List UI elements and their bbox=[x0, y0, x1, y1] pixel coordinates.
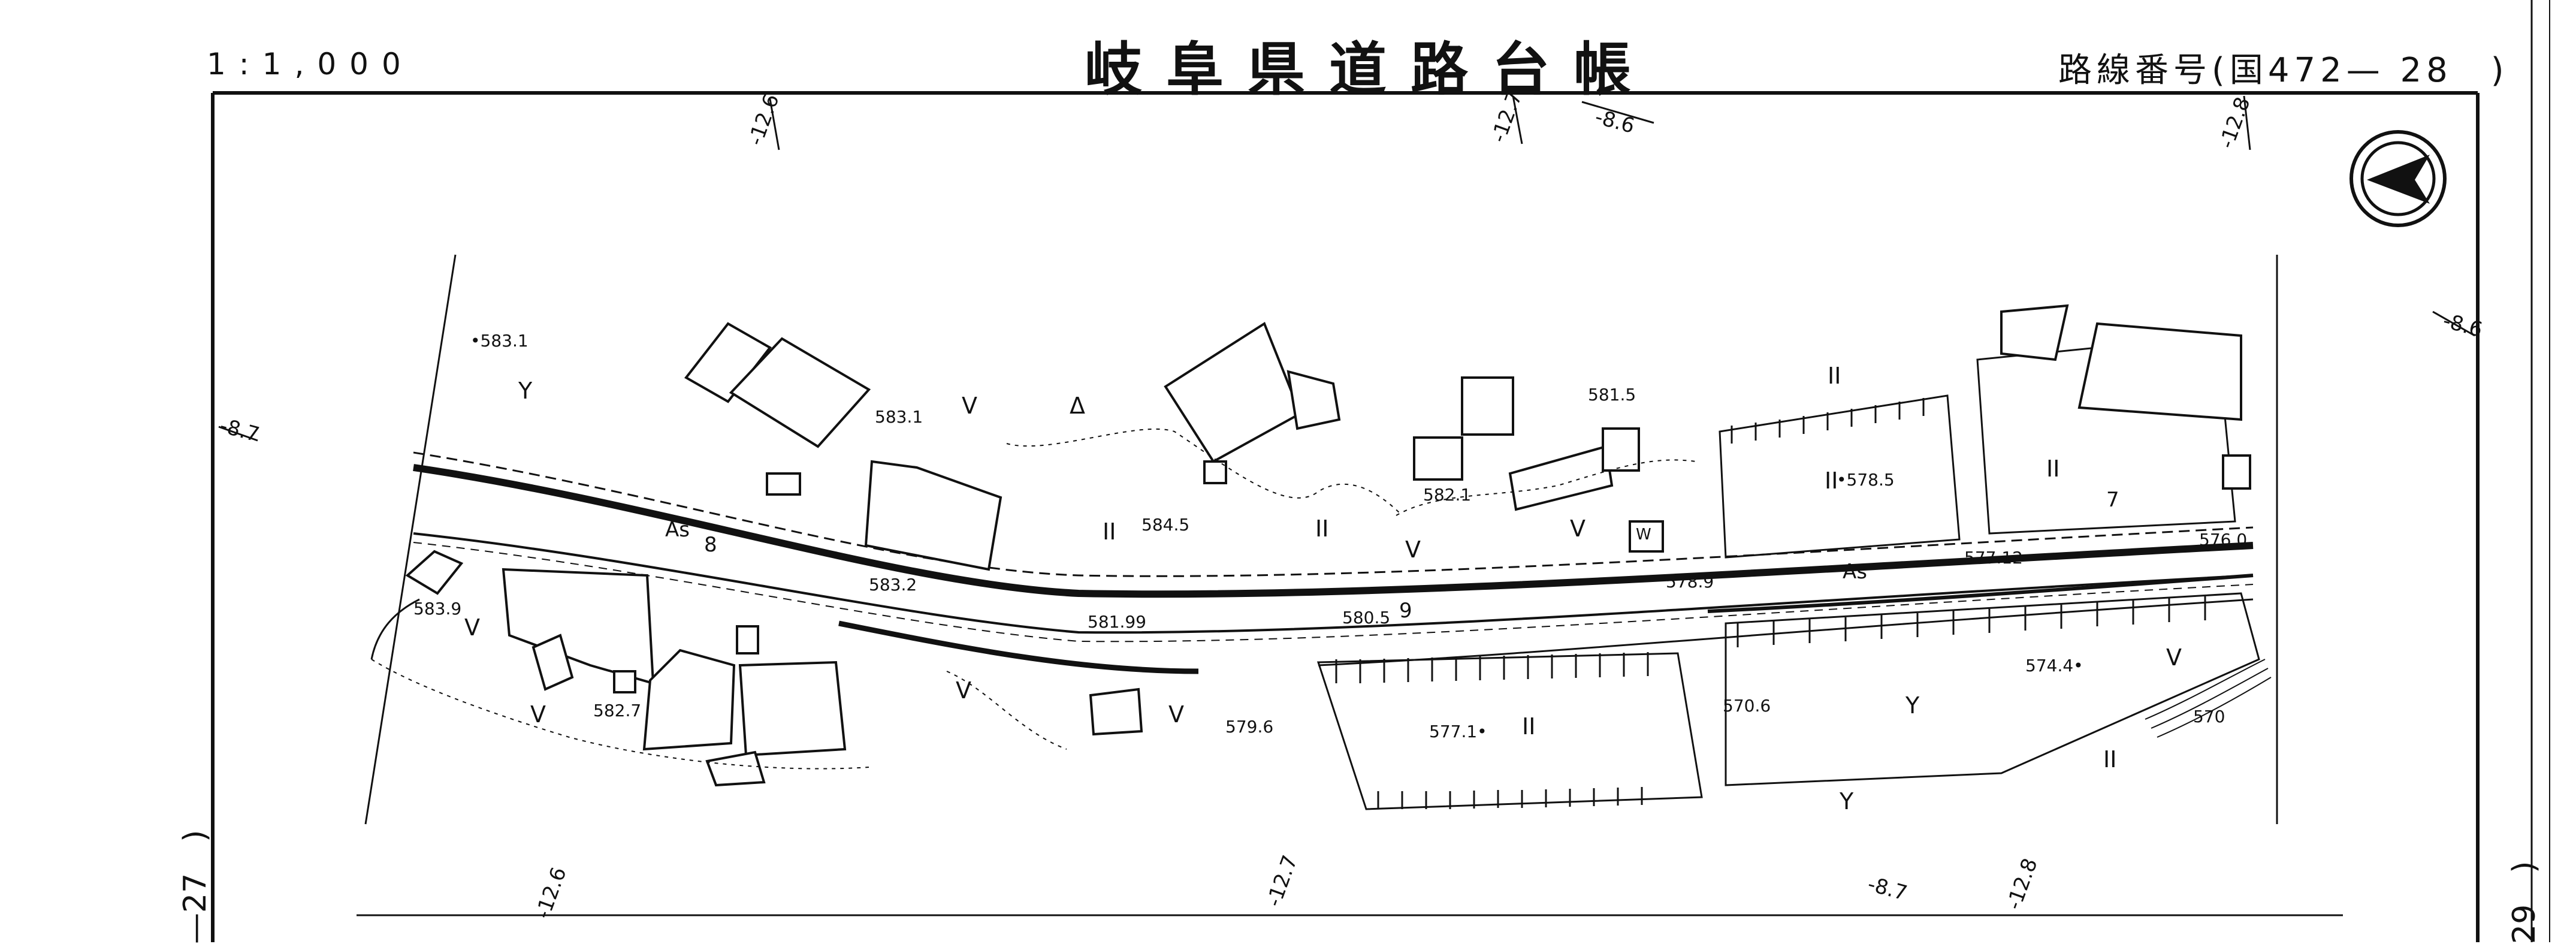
elevation-label: •583.1 bbox=[470, 331, 529, 351]
strip-boundaries bbox=[364, 254, 2278, 825]
road-labels: As As 8 9 7 bbox=[665, 488, 2119, 623]
landuse-symbol: II bbox=[1522, 713, 1535, 740]
landuse-symbol: V bbox=[956, 677, 971, 704]
grid-label: -12.6 bbox=[531, 864, 572, 922]
landuse-symbol: Y bbox=[1839, 788, 1854, 815]
map-frame bbox=[211, 0, 2550, 942]
landuse-symbol: V bbox=[1570, 515, 1586, 542]
route-prefix: 路線番号 bbox=[2058, 51, 2212, 90]
elevation-label: 582.7 bbox=[593, 701, 641, 720]
landuse-symbol: V bbox=[1405, 536, 1421, 563]
landuse-symbol: Y bbox=[1905, 692, 1920, 719]
contours bbox=[370, 598, 2272, 738]
road-number: 7 bbox=[2106, 488, 2119, 512]
elevation-label: 577.12 bbox=[1964, 548, 2023, 568]
elevation-label: 570.6 bbox=[1723, 696, 1771, 716]
elevation-label: 580.5 bbox=[1342, 608, 1390, 628]
elevation-labels: •583.1 583.1 584.5 582.1 581.5 •578.5 58… bbox=[413, 331, 2247, 741]
grid-label: -12.7 bbox=[1262, 852, 1303, 910]
buildings bbox=[405, 304, 2251, 787]
grid-label: -8.6 bbox=[1593, 105, 1637, 138]
elevation-label: 570 bbox=[2193, 707, 2225, 726]
elevation-label: 577.1• bbox=[1429, 722, 1487, 741]
landuse-symbol: V bbox=[530, 701, 546, 728]
grid-label: -8.7 bbox=[218, 414, 262, 447]
elevation-label: 581.5 bbox=[1588, 385, 1636, 405]
landuse-symbol: II bbox=[1315, 515, 1328, 542]
landuse-symbol: V bbox=[464, 614, 480, 641]
landuse-symbol: II bbox=[2103, 746, 2116, 773]
grid-label: -8.7 bbox=[1865, 872, 1910, 906]
elevation-label: 576.0 bbox=[2199, 530, 2247, 550]
landuse-symbol: V bbox=[1168, 701, 1184, 728]
landuse-symbol: Y bbox=[518, 378, 533, 404]
landuse-symbol: II bbox=[2046, 456, 2059, 482]
grid-ticks bbox=[218, 95, 2475, 442]
elevation-label: 584.5 bbox=[1141, 515, 1189, 535]
landuse-symbol: II bbox=[1103, 518, 1116, 545]
road-number: 9 bbox=[1399, 599, 1412, 623]
elevation-label: 574.4• bbox=[2025, 656, 2083, 675]
landuse-symbol: Δ bbox=[1070, 393, 1085, 419]
road-number: 8 bbox=[704, 533, 717, 557]
elevation-label: 578.9 bbox=[1666, 572, 1714, 592]
elevation-label: 581.99 bbox=[1088, 612, 1146, 632]
north-arrow-icon bbox=[2349, 130, 2447, 227]
elevation-label: 582.1 bbox=[1423, 485, 1471, 505]
scale-label: 1:1,000 bbox=[207, 47, 414, 82]
pavement-label: As bbox=[665, 518, 690, 542]
route-value: (国472— 28 ) bbox=[2212, 51, 2509, 90]
landuse-symbol: II bbox=[1825, 468, 1838, 494]
landuse-symbol: II bbox=[1828, 363, 1841, 389]
route-number: 路線番号(国472— 28 ) bbox=[2058, 43, 2509, 92]
pavement-label: As bbox=[1843, 560, 1867, 584]
grid-labels: -12.6 -12.7 -12.8 -8.6 -8.6 -8.7 -12.6 -… bbox=[218, 88, 2485, 922]
elevation-label: 583.9 bbox=[413, 599, 461, 619]
terrain-outlines bbox=[371, 428, 1696, 770]
landuse-symbol: V bbox=[2166, 644, 2182, 671]
landuse-symbol: V bbox=[962, 393, 977, 419]
grid-label: -12.8 bbox=[2002, 855, 2043, 913]
landuse-symbol: W bbox=[1636, 526, 1651, 544]
elevation-label: 583.1 bbox=[875, 407, 923, 427]
landuse-symbols: Y V Δ II II II V V V V II II Y II Y V V … bbox=[464, 363, 2182, 815]
road bbox=[413, 451, 2254, 674]
embankment-hatching bbox=[1316, 334, 2260, 810]
elevation-label: 583.2 bbox=[869, 575, 917, 595]
elevation-label: 579.6 bbox=[1225, 717, 1273, 737]
elevation-label: •578.5 bbox=[1837, 470, 1895, 490]
